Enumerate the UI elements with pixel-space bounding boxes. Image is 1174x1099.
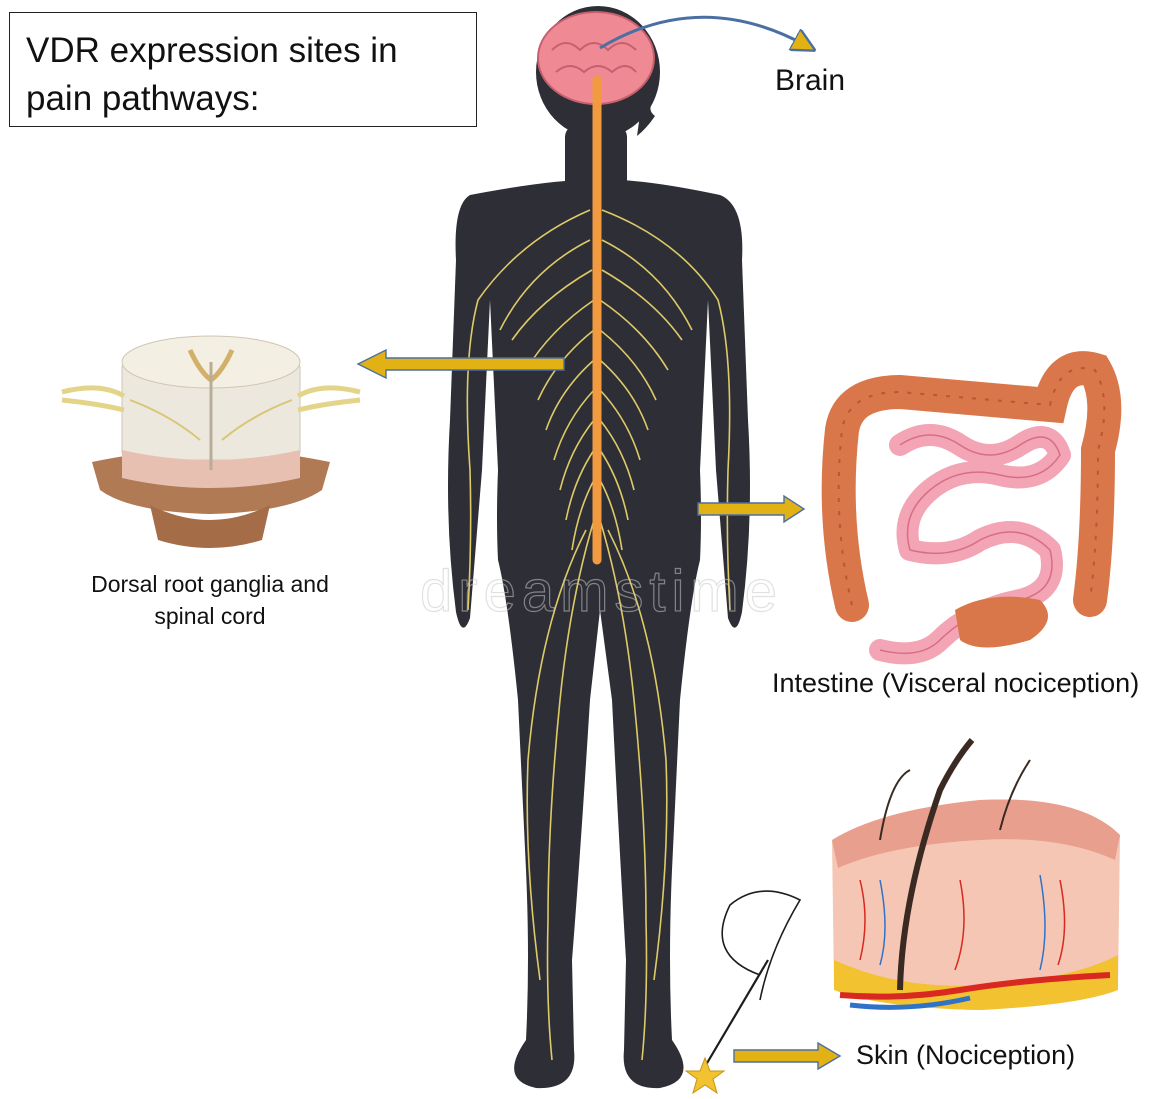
skin-illustration — [832, 740, 1120, 1010]
drg-spinal-cord-label: Dorsal root ganglia and spinal cord — [40, 568, 380, 632]
skin-label: Skin (Nociception) — [856, 1040, 1075, 1071]
intestine-arrow — [698, 496, 804, 522]
drg-label-line-1: Dorsal root ganglia and — [40, 568, 380, 600]
intestine-illustration — [839, 368, 1105, 653]
watermark: dreamstime — [420, 558, 783, 625]
pain-star-icon — [686, 1058, 724, 1093]
title-line-2: pain pathways: — [26, 75, 460, 123]
title-line-1: VDR expression sites in — [26, 27, 460, 75]
brain-label: Brain — [775, 64, 845, 98]
spinal-cord-segment-illustration — [62, 336, 360, 548]
title-box: VDR expression sites in pain pathways: — [9, 12, 477, 127]
intestine-label: Intestine (Visceral nociception) — [772, 668, 1139, 699]
needle-graphic — [700, 891, 800, 1075]
skin-arrow — [734, 1043, 840, 1069]
drg-label-line-2: spinal cord — [40, 600, 380, 632]
